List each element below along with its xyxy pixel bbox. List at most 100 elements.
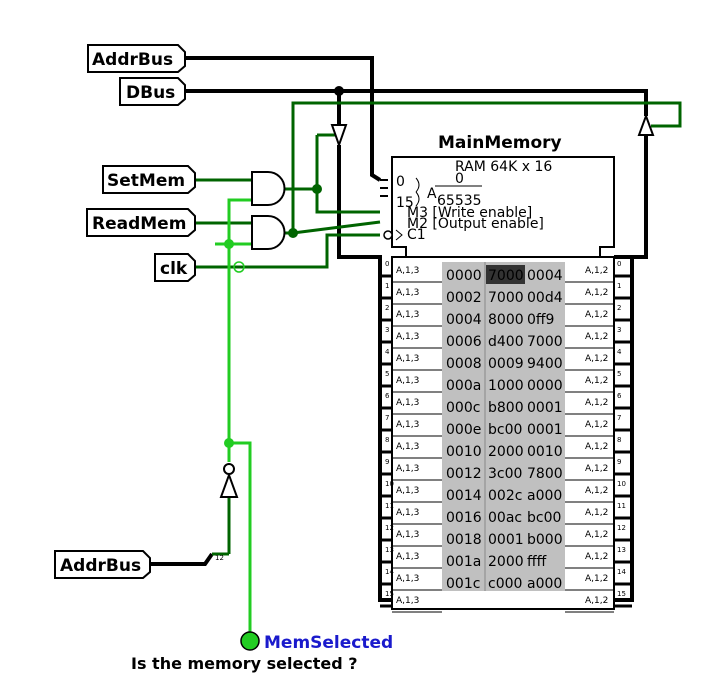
and-gate-setmem[interactable]	[251, 171, 286, 206]
left-bit-number: 1	[385, 282, 389, 290]
memory-row: 001c c000 a000	[446, 576, 562, 592]
row-value-2[interactable]: a000	[527, 488, 562, 504]
right-pin-label: A,1,2	[585, 310, 608, 320]
row-value-2[interactable]: 9400	[527, 356, 563, 372]
addr-min: 0	[455, 171, 464, 187]
ctrl-output: M2 [Output enable]	[407, 216, 544, 232]
pin-clk[interactable]: clk	[154, 253, 196, 282]
left-bit-number: 12	[385, 524, 394, 532]
and-gate-readmem[interactable]	[251, 215, 286, 250]
pin-label: SetMem	[107, 171, 185, 191]
pin-addrbus-top[interactable]: AddrBus	[87, 44, 186, 73]
memory-row: 000e bc00 0001	[446, 422, 563, 438]
row-value-2[interactable]: 0000	[527, 378, 563, 394]
row-value-1[interactable]: 1000	[488, 378, 524, 394]
pin-dbus[interactable]: DBus	[119, 77, 186, 106]
left-pin-label: A,1,3	[396, 464, 419, 474]
row-value-2[interactable]: bc00	[527, 510, 561, 526]
row-value-1[interactable]: 7000	[488, 268, 524, 284]
row-value-1[interactable]: c000	[488, 576, 522, 592]
row-value-2[interactable]: 0001	[527, 400, 563, 416]
row-value-2[interactable]: 7800	[527, 466, 563, 482]
row-value-1[interactable]: 002c	[488, 488, 522, 504]
right-pin-label: A,1,2	[585, 354, 608, 364]
left-pin-label: A,1,3	[396, 530, 419, 540]
row-address: 0004	[446, 312, 482, 328]
left-bit-number: 4	[385, 348, 390, 356]
tristate-buffer-right[interactable]	[637, 113, 655, 136]
row-address: 001c	[446, 576, 480, 592]
addr-bit-high: 15	[396, 195, 414, 211]
row-address: 001a	[446, 554, 481, 570]
row-value-1[interactable]: 0001	[488, 532, 524, 548]
tristate-buffer-dbus[interactable]	[330, 124, 348, 149]
row-value-2[interactable]: 0ff9	[527, 312, 554, 328]
row-address: 0000	[446, 268, 482, 284]
left-pin-label: A,1,3	[396, 310, 419, 320]
ctrl-clock: C1	[407, 227, 426, 243]
left-bit-number: 3	[385, 326, 389, 334]
left-pin-label: A,1,3	[396, 508, 419, 518]
row-value-1[interactable]: 2000	[488, 444, 524, 460]
right-bit-number: 3	[617, 326, 621, 334]
right-pin-label: A,1,2	[585, 552, 608, 562]
row-address: 0008	[446, 356, 482, 372]
row-value-2[interactable]: 0001	[527, 422, 563, 438]
row-value-1[interactable]: b800	[488, 400, 524, 416]
left-pin-label: A,1,3	[396, 288, 419, 298]
row-value-2[interactable]: b000	[527, 532, 563, 548]
ram-title: MainMemory	[438, 133, 562, 153]
ctrl-write: M3 [Write enable]	[407, 205, 532, 221]
pin-label: AddrBus	[60, 556, 141, 576]
pin-addrbus-bottom[interactable]: AddrBus	[54, 550, 151, 579]
row-value-1[interactable]: 00ac	[488, 510, 522, 526]
row-value-1[interactable]: d400	[488, 334, 524, 350]
row-value-1[interactable]: 2000	[488, 554, 524, 570]
left-bit-number: 14	[385, 568, 394, 576]
right-pin-label: A,1,2	[585, 596, 608, 606]
pin-setmem[interactable]: SetMem	[102, 165, 196, 194]
row-value-1[interactable]: 7000	[488, 290, 524, 306]
right-bit-number: 7	[617, 414, 621, 422]
row-value-2[interactable]: a000	[527, 576, 562, 592]
row-value-2[interactable]: 00d4	[527, 290, 563, 306]
row-value-1[interactable]: 8000	[488, 312, 524, 328]
pin-label: ReadMem	[92, 214, 186, 234]
row-value-2[interactable]: 7000	[527, 334, 563, 350]
addr-bit-low: 0	[396, 174, 405, 190]
row-value-2[interactable]: 0010	[527, 444, 563, 460]
output-memselected: MemSelected	[240, 631, 393, 653]
row-address: 0018	[446, 532, 482, 548]
right-pin-label: A,1,2	[585, 442, 608, 452]
row-value-1[interactable]: 0009	[488, 356, 524, 372]
right-pin-label: A,1,2	[585, 332, 608, 342]
left-bit-number: 11	[385, 502, 394, 510]
right-pin-label: A,1,2	[585, 376, 608, 386]
pin-readmem[interactable]: ReadMem	[86, 208, 196, 237]
left-pin-label: A,1,3	[396, 332, 419, 342]
left-pin-label: A,1,3	[396, 420, 419, 430]
memory-cells-bg	[442, 262, 565, 591]
right-bit-number: 11	[617, 502, 626, 510]
row-value-2[interactable]: ffff	[527, 554, 547, 570]
row-address: 000e	[446, 422, 481, 438]
not-gate[interactable]	[219, 463, 239, 498]
left-pin-label: A,1,3	[396, 442, 419, 452]
ram-type: RAM 64K x 16	[455, 159, 552, 175]
ram-block[interactable]: MainMemory RAM 64K x 16 0 A 65535 0 15 M…	[380, 133, 632, 613]
right-pin-label: A,1,2	[585, 398, 608, 408]
row-value-2[interactable]: 0004	[527, 268, 563, 284]
row-value-1[interactable]: 3c00	[488, 466, 522, 482]
row-value-1[interactable]: bc00	[488, 422, 522, 438]
right-pin-label: A,1,2	[585, 266, 608, 276]
